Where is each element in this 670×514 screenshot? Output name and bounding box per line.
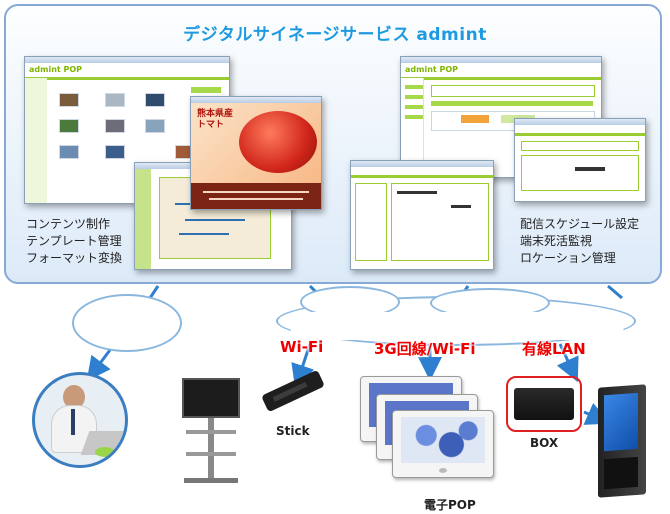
app-logo: admint POP xyxy=(405,65,459,74)
epop-label: 電子POP xyxy=(424,498,476,512)
pc-user-photo xyxy=(32,372,128,468)
stand-display-screen xyxy=(182,378,240,418)
wired-lan-label: 有線LAN xyxy=(522,340,586,358)
location-screenshot xyxy=(350,160,494,270)
right-feature-list: 配信スケジュール設定 端末死活監視 ロケーション管理 xyxy=(520,216,639,267)
promo-content-screenshot: 熊本県産 トマト xyxy=(190,96,322,210)
box-highlight xyxy=(506,376,582,432)
feature-schedule: 配信スケジュール設定 xyxy=(520,217,640,231)
cloud-left xyxy=(72,294,182,352)
feature-content-creation: コンテンツ制作 xyxy=(26,217,111,231)
box-label: BOX xyxy=(530,436,559,450)
display-stand-pole xyxy=(208,418,214,480)
feature-format-conversion: フォーマット変換 xyxy=(26,251,123,265)
feature-template-management: テンプレート管理 xyxy=(26,234,122,248)
stick-label: Stick xyxy=(276,424,310,438)
tomato-image xyxy=(239,111,317,173)
mobile-network-label: 3G回線/Wi-Fi xyxy=(374,340,476,358)
box-device xyxy=(514,388,574,420)
left-feature-list: コンテンツ制作 テンプレート管理 フォーマット変換 xyxy=(26,216,122,267)
wifi-label: Wi-Fi xyxy=(280,338,324,356)
blueberry-image xyxy=(401,417,485,463)
promo-title: 熊本県産 トマト xyxy=(197,109,234,130)
app-logo: admint POP xyxy=(29,65,83,74)
kiosk-signage xyxy=(598,384,646,498)
epop-device-front xyxy=(392,410,494,478)
feature-monitoring: 端末死活監視 xyxy=(520,234,593,248)
feature-location: ロケーション管理 xyxy=(520,251,616,265)
service-title: デジタルサイネージサービス admint xyxy=(183,25,487,45)
monitoring-screenshot xyxy=(514,118,646,202)
